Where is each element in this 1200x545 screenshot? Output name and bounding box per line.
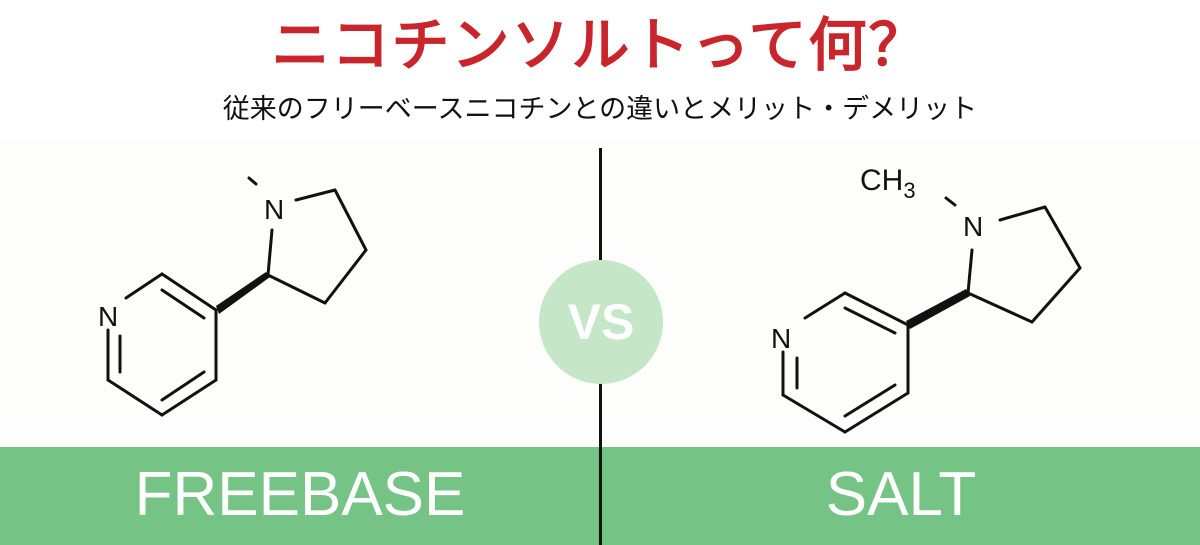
freebase-label: FREEBASE [134,460,466,529]
methyl-label: CH [860,164,903,197]
pyridine-nitrogen: N [771,323,791,354]
salt-bonds [781,196,1082,434]
pyrrolidine-nitrogen: N [963,211,983,242]
page-title: ニコチンソルトって何？ [271,11,929,79]
methyl-subscript: 3 [903,178,915,203]
wedge-bond [906,289,970,329]
header: ニコチンソルトって何？ 従来のフリーベースニコチンとの違いとメリット・デメリット [0,0,1200,142]
methyl-group: CH3 [860,164,916,203]
salt-label: SALT [825,460,977,529]
pyrrolidine-nitrogen: N [264,194,284,225]
page-subtitle: 従来のフリーベースニコチンとの違いとメリット・デメリット [222,94,978,125]
pyridine-nitrogen: N [98,301,118,332]
wedge-bond [216,272,270,314]
vs-badge: VS [539,260,663,384]
freebase-bonds [106,176,368,417]
